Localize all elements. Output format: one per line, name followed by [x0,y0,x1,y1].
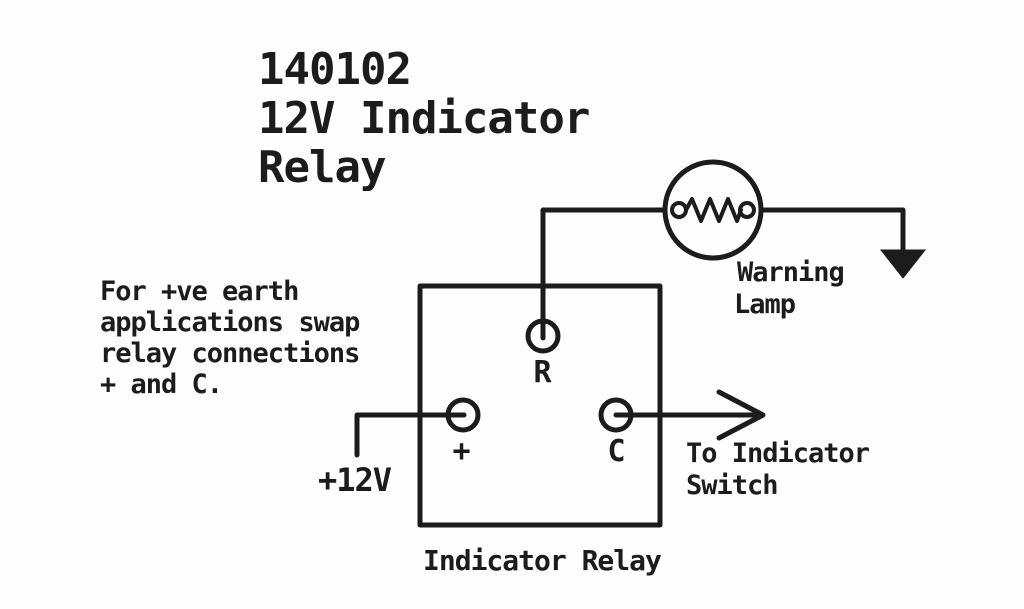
note-line-3: relay connections [100,338,359,369]
relay-box [417,283,663,528]
terminal-r-label: R [533,355,552,390]
relay-caption: Indicator Relay [423,544,662,577]
wire-r-to-lamp [540,207,668,343]
terminal-plus-label: + [452,434,470,469]
ground-symbol [879,249,927,279]
switch-label-line-2: Switch [686,470,778,501]
note-line-4: + and C. [100,369,222,400]
warning-lamp-label-line-2: Lamp [734,289,796,320]
lamp-filament-zigzag [684,197,743,223]
title-part-number: 140102 [258,44,411,95]
terminal-c-label: C [607,434,624,469]
wire-supply-to-plus [354,412,465,458]
wires-group [354,159,927,528]
text-group: 140102 12V Indicator Relay For +ve earth… [100,44,871,577]
note-line-2: applications swap [100,307,360,338]
warning-lamp-label-line-1: Warning [737,257,844,288]
switch-label-line-1: To Indicator [686,438,870,469]
supply-label: +12V [318,461,392,499]
wire-lamp-to-ground [758,207,906,255]
title-line-3: Relay [258,142,386,193]
note-line-1: For +ve earth [100,276,298,307]
arrowhead-to-switch [716,389,766,441]
title-line-2: 12V Indicator [258,93,589,144]
